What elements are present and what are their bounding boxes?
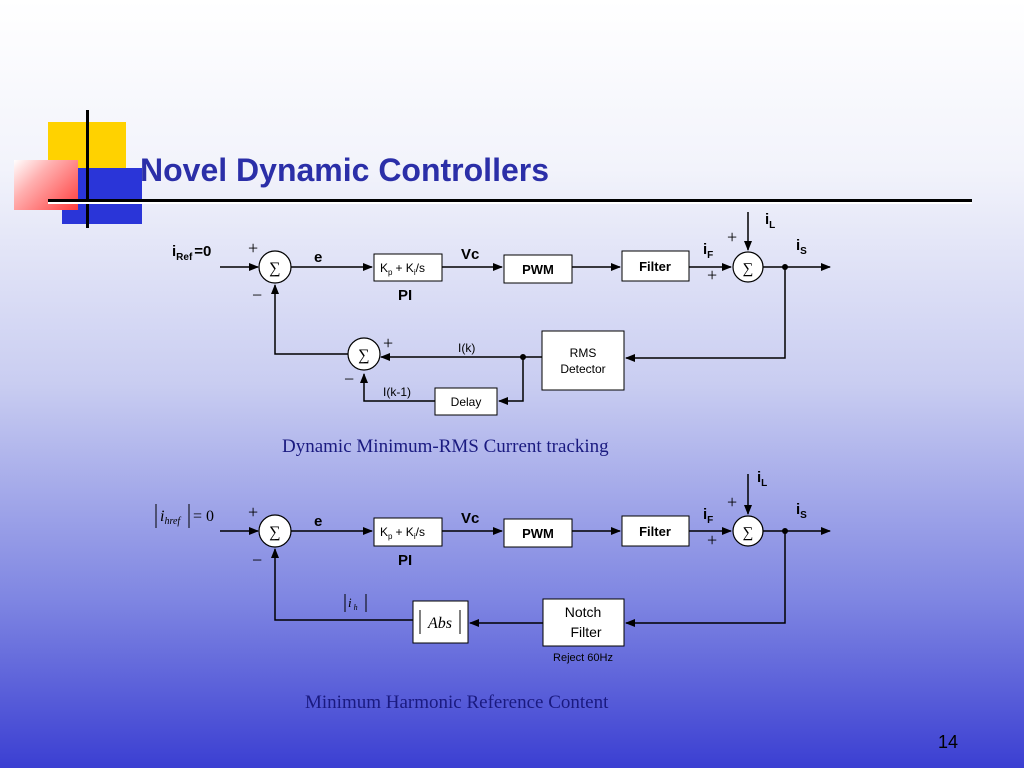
summer-2-2-plus-top: + (727, 492, 737, 512)
abs-block (412, 600, 469, 644)
summer-1-minus: − (252, 285, 262, 305)
error-label-2: e (314, 513, 322, 530)
reject-label: Reject 60Hz (553, 652, 613, 664)
feedback-to-summer-2-1 (271, 548, 413, 621)
summer-1-symbol: ∑ (269, 260, 280, 277)
summer-3-minus: − (344, 369, 354, 389)
pwm-label-2: PWM (522, 526, 554, 541)
to-delay-arrow (498, 357, 524, 405)
summer-2-1-plus: + (248, 502, 258, 522)
summer-2-1-minus: − (252, 550, 262, 570)
deco-rule-highlight (48, 202, 972, 204)
if-label: iF (703, 241, 713, 261)
summer-2-symbol: ∑ (743, 261, 754, 277)
summer-1-plus: + (248, 238, 258, 258)
pwm-block-2 (503, 518, 573, 548)
rms-detector-block (541, 330, 625, 391)
pi-block-2 (373, 517, 443, 547)
filter-block (621, 250, 690, 282)
deco-vertical-line (86, 110, 89, 228)
summer-3-symbol: ∑ (358, 347, 369, 364)
caption-harmonic-reference: Minimum Harmonic Reference Content (305, 692, 609, 713)
page-number: 14 (938, 732, 959, 752)
deco-horizontal-rule (48, 199, 972, 202)
error-label: e (314, 249, 322, 266)
summer-2-plus-top: + (727, 227, 737, 247)
vc-label-2: Vc (461, 510, 479, 527)
rms-label-line1: RMS (570, 346, 597, 360)
input-label-2: ihref = 0 (155, 504, 214, 528)
slide-title: Novel Dynamic Controllers (140, 152, 549, 188)
diagram-rms-tracking: iRef=0 ∑ + − e Kp+ Ki/s PI Vc PWM Filter… (172, 211, 831, 416)
summer-3-plus: + (383, 333, 393, 353)
summer-2-plus-left: + (707, 265, 717, 285)
if-label-2: iF (703, 506, 713, 526)
pwm-label: PWM (522, 262, 554, 277)
notch-filter-block (542, 598, 625, 647)
rms-label-line2: Detector (560, 362, 605, 376)
delay-label: Delay (451, 395, 482, 409)
svg-text:ihref: ihref (160, 508, 181, 527)
pi-label-2: PI (398, 552, 412, 569)
feedback-to-summer-1 (271, 284, 348, 355)
vc-label: Vc (461, 246, 479, 263)
svg-text:= 0: = 0 (193, 508, 214, 525)
feedback-to-notch (625, 531, 786, 627)
il-label: iL (765, 211, 775, 231)
delay-out-arrow (360, 373, 435, 402)
is-label-2: iS (796, 501, 807, 521)
abs-label: Abs (427, 615, 452, 632)
caption-rms-tracking: Dynamic Minimum-RMS Current tracking (282, 436, 609, 457)
diagram-harmonic-reference: ihref = 0 ∑ + − e Kp+ Ki/s PI Vc PWM Fil… (155, 469, 831, 664)
filter-label-2: Filter (639, 524, 671, 539)
feedback-to-rms (625, 267, 786, 362)
filter-label: Filter (639, 259, 671, 274)
notch-label-line1: Notch (565, 604, 602, 620)
pi-block-label: Kp+ Ki/s (380, 261, 425, 277)
summer-2-2-plus-left: + (707, 530, 717, 550)
input-label: iRef=0 (172, 243, 211, 263)
il-label-2: iL (757, 469, 767, 489)
pwm-block (503, 254, 573, 284)
svg-text:ih: ih (348, 595, 358, 612)
delay-block (434, 387, 498, 416)
pi-block-label-2: Kp+ Ki/s (380, 525, 425, 541)
summer-2-1-symbol: ∑ (269, 524, 280, 541)
is-label: iS (796, 237, 807, 257)
summer-2-2-symbol: ∑ (743, 525, 754, 541)
ik-label: I(k) (458, 341, 475, 355)
filter-block-2 (621, 515, 690, 547)
pi-label: PI (398, 287, 412, 304)
ik1-label: I(k-1) (383, 385, 411, 399)
notch-label-line2: Filter (570, 624, 601, 640)
